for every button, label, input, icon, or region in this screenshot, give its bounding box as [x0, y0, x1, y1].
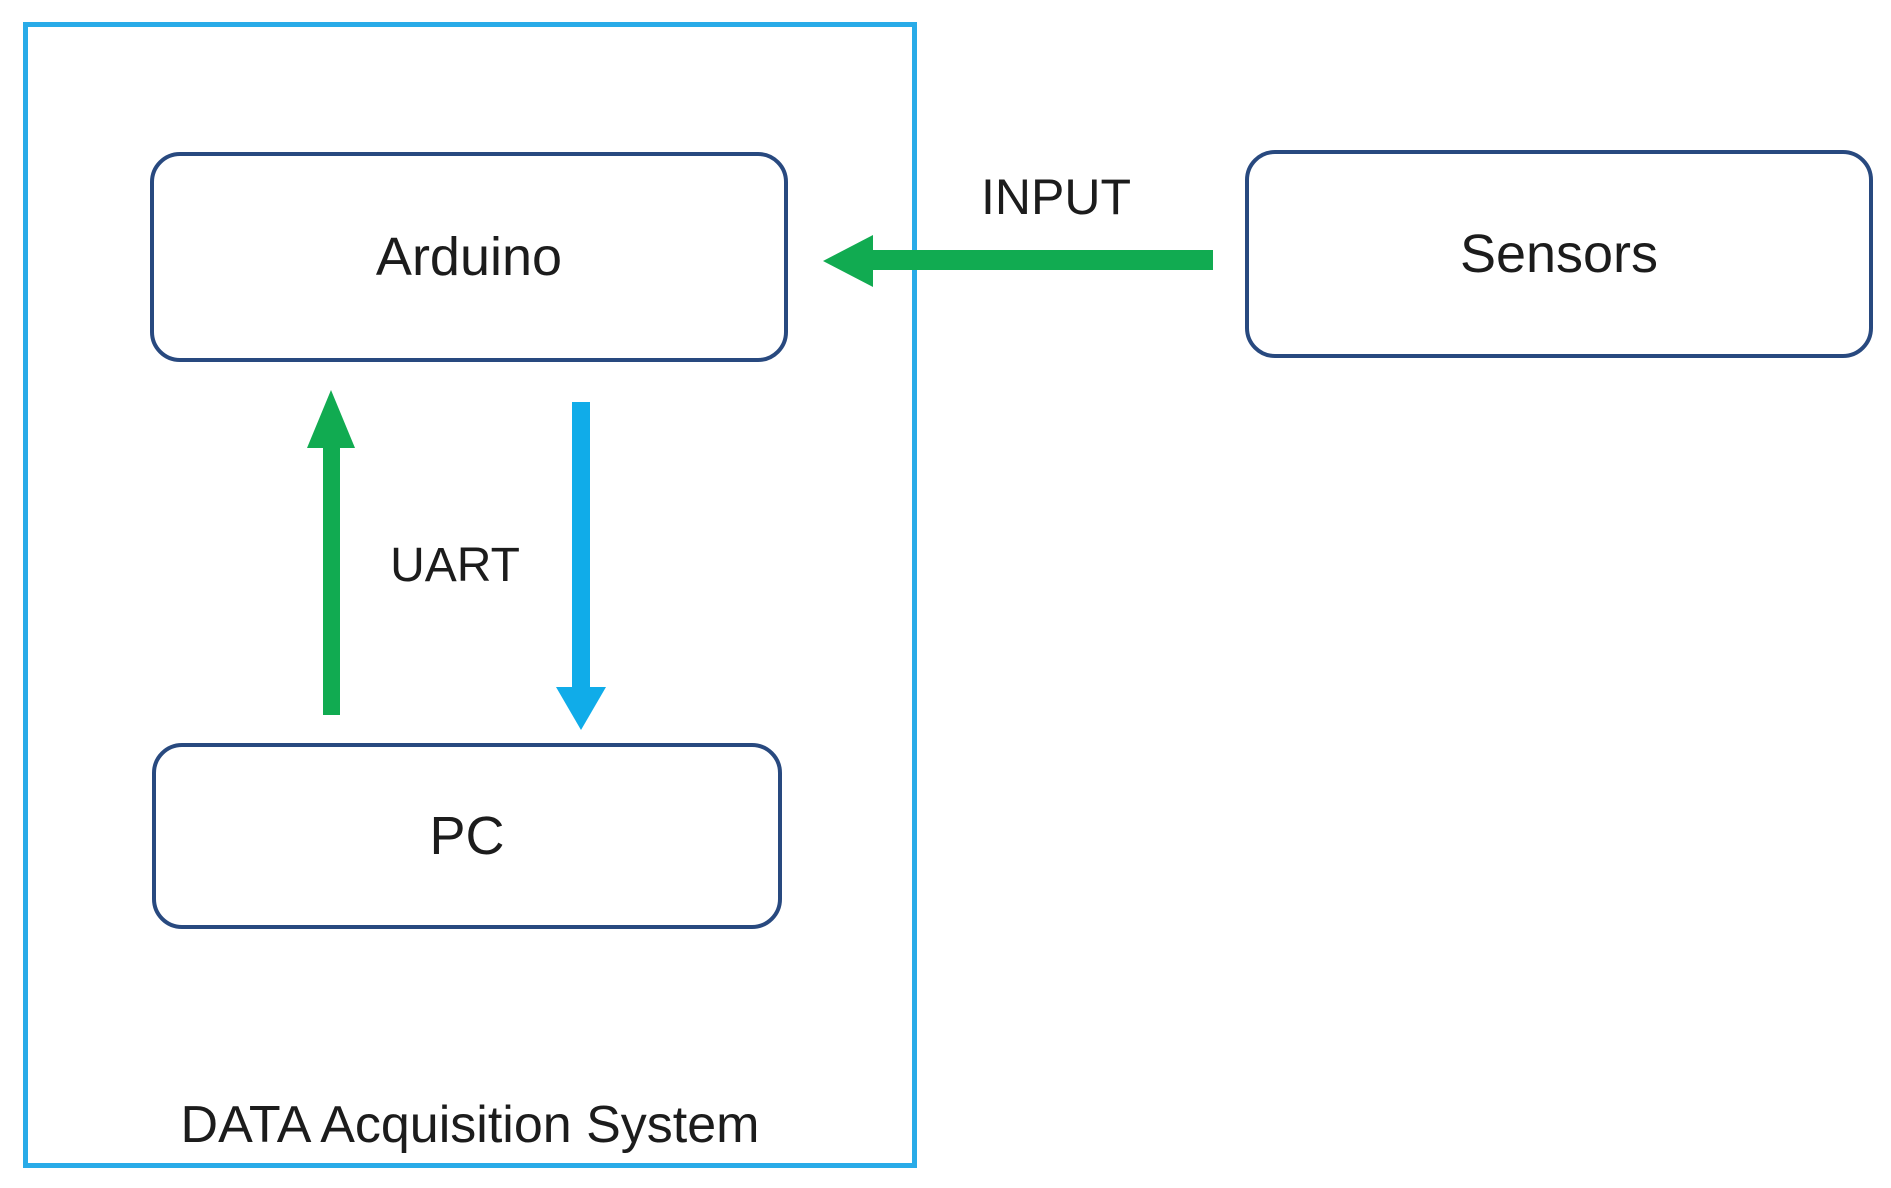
- pc-node: PC: [152, 743, 782, 929]
- uart-down-arrow-head: [556, 687, 606, 730]
- sensors-node: Sensors: [1245, 150, 1873, 358]
- uart-up-arrow-head: [307, 390, 355, 448]
- uart-label: UART: [390, 539, 520, 592]
- pc-node-label: PC: [429, 806, 505, 866]
- uart-down-arrow-shaft: [572, 402, 590, 687]
- arduino-node-label: Arduino: [375, 227, 563, 287]
- arduino-node: Arduino: [150, 152, 788, 362]
- input-arrow-head: [823, 235, 873, 287]
- data-acquisition-group-label: DATA Acquisition System: [180, 1096, 760, 1154]
- sensors-node-label: Sensors: [1459, 224, 1659, 284]
- input-arrow-shaft: [873, 250, 1213, 270]
- input-label: INPUT: [981, 169, 1131, 225]
- data-acquisition-group-outline: [23, 22, 917, 1168]
- uart-up-arrow-shaft: [323, 448, 340, 715]
